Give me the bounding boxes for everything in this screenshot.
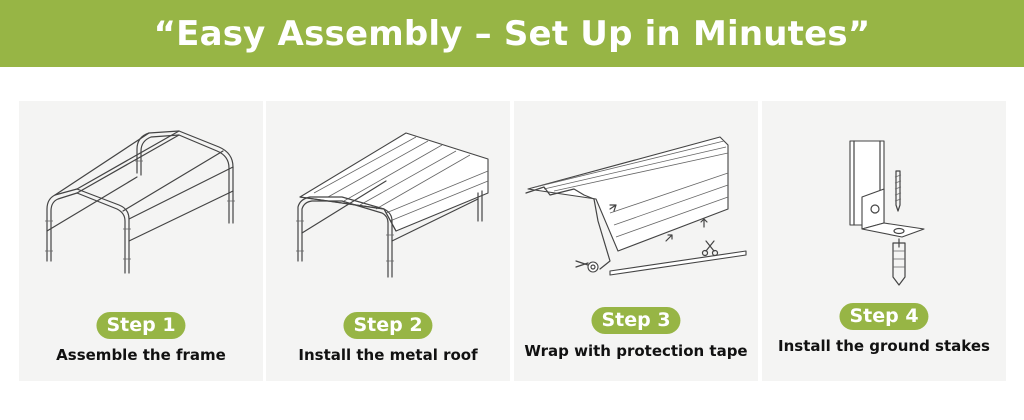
- step-4-card: Step 4 Install the ground stakes: [762, 101, 1006, 381]
- step-caption: Install the metal roof: [298, 346, 478, 364]
- step-badge: Step 1: [96, 312, 186, 339]
- protection-tape-drawing: [525, 136, 747, 276]
- step-1-card: Step 1 Assemble the frame: [19, 101, 263, 381]
- page-title: “Easy Assembly – Set Up in Minutes”: [153, 13, 871, 54]
- step-badge: Step 4: [839, 303, 929, 330]
- header-banner: “Easy Assembly – Set Up in Minutes”: [0, 0, 1024, 67]
- ground-stake-drawing: [849, 140, 925, 286]
- step-caption: Assemble the frame: [56, 346, 226, 364]
- carport-frame-drawing: [45, 130, 235, 274]
- step-badge: Step 2: [343, 312, 433, 339]
- step-badge: Step 3: [591, 307, 681, 334]
- step-3-card: Step 3 Wrap with protection tape: [514, 101, 758, 381]
- step-caption: Install the ground stakes: [778, 337, 990, 355]
- step-caption: Wrap with protection tape: [524, 342, 748, 360]
- step-2-card: Step 2 Install the metal roof: [266, 101, 510, 381]
- metal-roof-drawing: [296, 132, 489, 278]
